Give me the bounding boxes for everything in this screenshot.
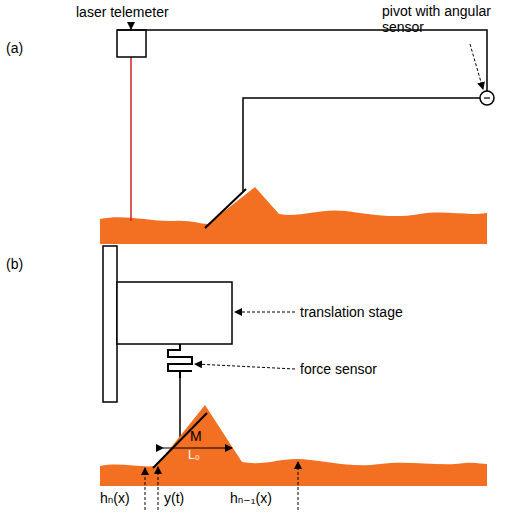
leader-line <box>145 468 146 510</box>
profile-label: hₙ₋₁(x) <box>230 490 272 506</box>
panel-label: (b) <box>6 256 23 272</box>
force-sensor-symbol <box>168 344 192 378</box>
leader-line <box>131 22 132 29</box>
pivot-mark <box>484 97 490 98</box>
profile-label: hₙ(x) <box>100 490 130 506</box>
dimension-label: L₀ <box>188 449 200 463</box>
part-label: laser telemeter <box>76 4 169 20</box>
pivot-symbol <box>480 91 494 105</box>
leader-line <box>235 312 295 313</box>
position-label: y(t) <box>164 490 184 506</box>
frame-beam <box>117 30 487 91</box>
plate-a <box>205 189 246 228</box>
leader-line <box>158 467 159 510</box>
leader-line <box>195 364 295 369</box>
part-label: force sensor <box>300 361 377 377</box>
leader-line <box>298 462 299 510</box>
telemeter-box <box>117 30 146 57</box>
part-label: pivot with angular sensor <box>382 3 507 35</box>
rod <box>179 378 181 440</box>
vertical-support <box>103 246 117 402</box>
laser-beam <box>130 57 132 221</box>
translation-stage-box <box>117 282 232 344</box>
plate-b <box>153 413 207 468</box>
part-label: translation stage <box>300 304 403 320</box>
arm <box>243 98 480 192</box>
granular-bed-a <box>100 187 487 244</box>
panel-label: (a) <box>6 40 23 56</box>
leader-line <box>470 44 483 89</box>
mass-symbol: M <box>190 428 202 444</box>
